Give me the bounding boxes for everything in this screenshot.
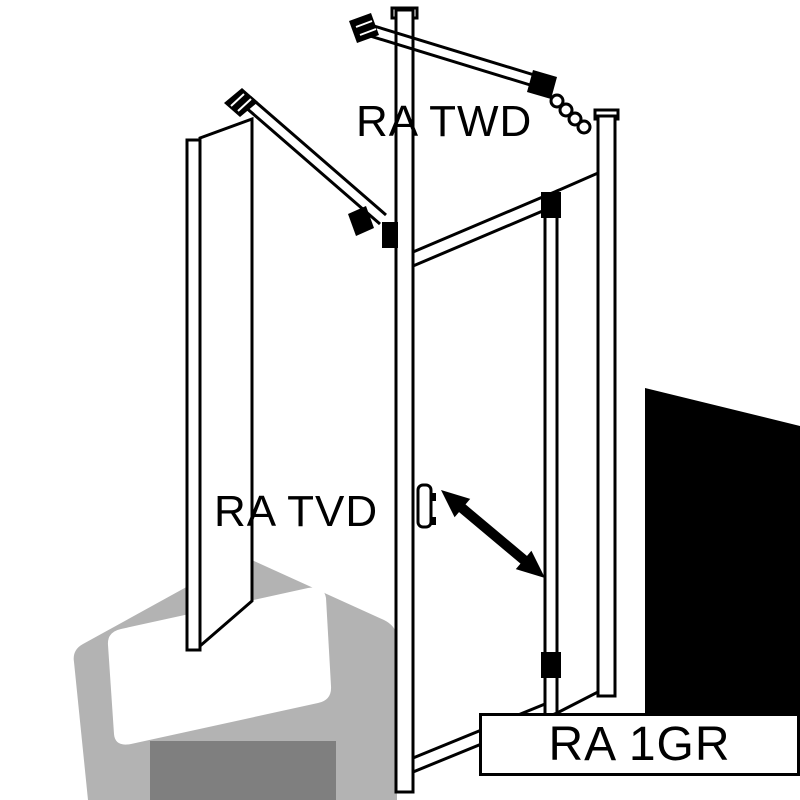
model-label: RA 1GR (548, 718, 731, 771)
hinge-strip (543, 188, 559, 721)
rear-wall (645, 388, 800, 762)
side-panel-glass (198, 116, 254, 650)
wall-bracket-left (237, 98, 252, 112)
tray-basin-floor (107, 587, 332, 745)
door-top-rail (412, 208, 546, 268)
swing-arrow (441, 490, 545, 578)
hinge-top (541, 192, 561, 218)
tray-apron (150, 741, 336, 800)
swing-arrow (458, 504, 528, 564)
left-wall-profile (185, 138, 202, 652)
wall-bracket-left (224, 88, 258, 117)
fixed-panel-glass (555, 170, 600, 716)
support-bar-left (249, 95, 387, 217)
right-wall-profile (596, 114, 617, 698)
support-bar-top (369, 34, 541, 90)
model-label-box: RA 1GR (479, 713, 800, 776)
bar-clamp-left (348, 206, 374, 236)
bar-clamp-top (527, 70, 557, 99)
support-bar-top (373, 24, 545, 80)
support-bar-left (243, 104, 381, 226)
door-glass (411, 193, 547, 775)
label-ra-tvd: RA TVD (214, 487, 379, 536)
post-clamp (382, 222, 398, 248)
wall-bracket-top (359, 28, 377, 36)
wall-bracket-top (355, 20, 373, 28)
hinge-bottom (541, 652, 561, 678)
wall-bracket-left (230, 93, 245, 107)
chain-links (549, 93, 592, 135)
label-ra-twd: RA TWD (356, 97, 533, 146)
door-handle (416, 483, 433, 529)
